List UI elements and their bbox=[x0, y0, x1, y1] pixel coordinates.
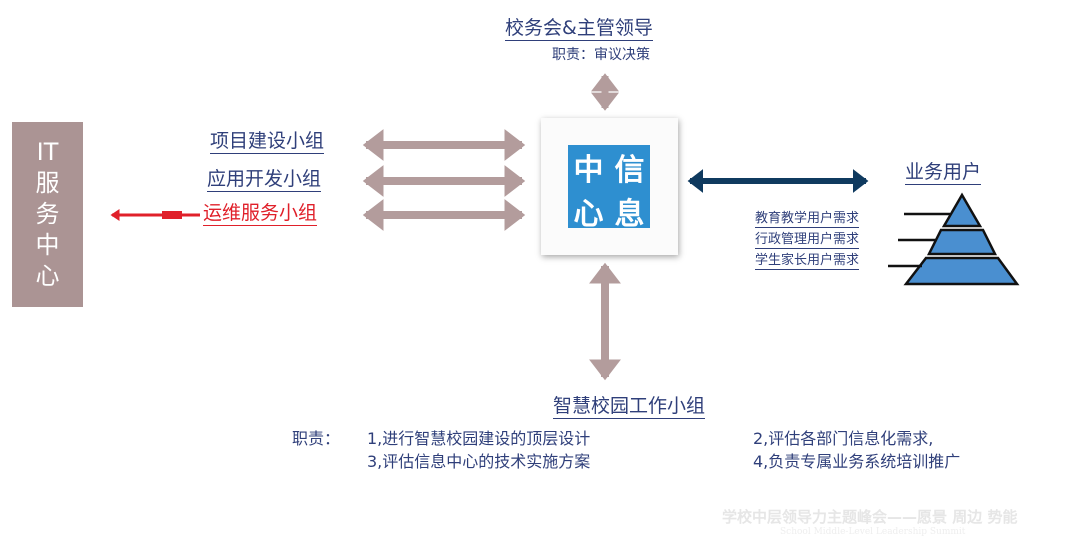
duty-3: 3,评估信息中心的技术实施方案 bbox=[367, 452, 591, 471]
info-center-logo: 中 信 心 息 bbox=[568, 145, 650, 232]
it-label: 心 bbox=[35, 262, 60, 290]
info-center-box: 中 信 心 息 bbox=[541, 118, 678, 255]
logo-char: 信 bbox=[614, 153, 645, 188]
project-group-link[interactable]: 项目建设小组 bbox=[210, 130, 325, 154]
logo-char: 中 bbox=[573, 153, 604, 188]
logo-char: 心 bbox=[573, 197, 604, 232]
smart-campus-group-link[interactable]: 智慧校园工作小组 bbox=[553, 395, 706, 419]
pyramid bbox=[888, 192, 1020, 286]
watermark-en: School Middle-Level Leadership Summit bbox=[780, 527, 966, 537]
it-service-center: IT 服 务 中 心 bbox=[12, 122, 83, 307]
duty-label: 职责： bbox=[292, 429, 341, 448]
school-council-link[interactable]: 校务会&主管领导 bbox=[505, 17, 653, 41]
it-label: 服 bbox=[35, 169, 60, 197]
it-label: IT bbox=[36, 138, 59, 166]
duty-4: 4,负责专属业务系统培训推广 bbox=[753, 452, 961, 471]
ops-group-link[interactable]: 运维服务小组 bbox=[203, 202, 318, 226]
app-dev-group-link[interactable]: 应用开发小组 bbox=[207, 168, 322, 192]
need-admin[interactable]: 行政管理用户需求 bbox=[755, 232, 860, 249]
it-label: 中 bbox=[35, 231, 60, 259]
pyramid-tier-3 bbox=[903, 256, 1020, 286]
need-teaching[interactable]: 教育教学用户需求 bbox=[755, 211, 860, 228]
duty-2: 2,评估各部门信息化需求, bbox=[753, 429, 934, 448]
arrow-ops-tail bbox=[162, 211, 182, 219]
council-duty: 职责：审议决策 bbox=[552, 47, 650, 63]
need-parents[interactable]: 学生家长用户需求 bbox=[755, 253, 860, 270]
business-users-link[interactable]: 业务用户 bbox=[905, 161, 982, 185]
logo-char: 息 bbox=[614, 197, 645, 232]
pyramid-tier-2 bbox=[926, 228, 998, 256]
it-label: 务 bbox=[35, 200, 60, 228]
watermark-cn: 学校中层领导力主题峰会——愿景 周边 势能 bbox=[722, 508, 1018, 526]
pyramid-tier-1 bbox=[941, 192, 983, 228]
duty-1: 1,进行智慧校园建设的顶层设计 bbox=[367, 429, 591, 448]
